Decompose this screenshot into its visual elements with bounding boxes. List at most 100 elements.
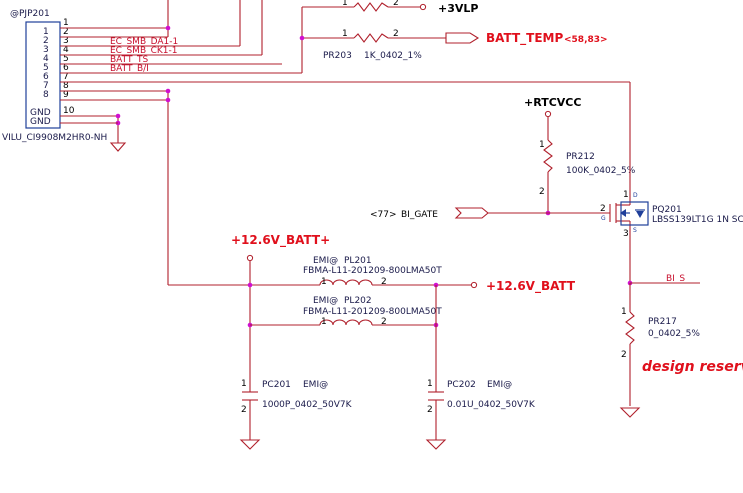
pr203-pin-1: 1 — [342, 29, 348, 39]
power-pin-3vlp — [419, 3, 427, 11]
side-pin-2: 2 — [43, 36, 49, 46]
capacitor-pc201[interactable]: 1 2 PC201 EMI@ 1000P_0402_50V7K — [241, 379, 353, 440]
pl201-value: FBMA-L11-201209-800LMA50T — [303, 266, 442, 276]
pl202-pin-2: 2 — [381, 317, 387, 327]
ground-symbol — [109, 142, 127, 152]
pin-number-8: 8 — [63, 81, 69, 91]
pr203-value: 1K_0402_1% — [364, 51, 422, 61]
pin-number-2: 2 — [63, 27, 69, 37]
pc201-pin-1: 1 — [241, 379, 247, 389]
pc201-refdes: PC201 — [262, 380, 291, 390]
pl202-pin-1: 1 — [321, 317, 327, 327]
mosfet-pq201[interactable]: 1 2 3 D G S PQ201 LBSS139LT1G 1N SC — [600, 82, 743, 283]
junction-dot — [165, 25, 171, 31]
connector-wires — [60, 0, 630, 285]
ground-symbol — [425, 439, 447, 450]
pq201-refdes: PQ201 — [652, 205, 682, 215]
junction-dot — [247, 282, 253, 288]
junction-dot — [115, 113, 121, 119]
pl202-emi: EMI@ — [313, 296, 338, 306]
pr217-value: 0_0402_5% — [648, 329, 700, 339]
pc202-emi: EMI@ — [487, 380, 512, 390]
side-pin-gnd-2: GND — [30, 117, 51, 127]
pq201-pin-s: 3 — [623, 229, 629, 239]
pq201-label-d: D — [633, 192, 638, 199]
resistor-top-pin-1: 1 — [342, 0, 348, 8]
pr212-value: 100K_0402_5% — [566, 166, 636, 176]
resistor-pr217[interactable]: 1 2 PR217 0_0402_5% — [621, 283, 700, 406]
bi-gate-ref: <77> — [370, 210, 397, 220]
pc201-emi: EMI@ — [303, 380, 328, 390]
resistor-pr203[interactable]: 1 2 PR203 1K_0402_1% — [302, 29, 446, 61]
pl201-emi: EMI@ — [313, 256, 338, 266]
net-batt-b: BATT_B/I — [110, 64, 149, 74]
power-batt-label: +12.6V_BATT — [486, 279, 576, 294]
side-pin-8: 8 — [43, 90, 49, 100]
pin-number-5: 5 — [63, 54, 69, 64]
power-pin-batt-plus — [246, 254, 254, 262]
design-note: design reserv — [642, 359, 743, 375]
pin-number-9: 9 — [63, 90, 69, 100]
ferrite-pl202[interactable]: 1 2 EMI@ PL202 FBMA-L11-201209-800LMA50T — [303, 296, 442, 327]
side-pin-6: 6 — [43, 72, 49, 82]
pc202-value: 0.01U_0402_50V7K — [447, 400, 536, 410]
pr217-pin-2: 2 — [621, 350, 627, 360]
pin-number-7: 7 — [63, 72, 69, 82]
pr212-pin-1: 1 — [539, 140, 545, 150]
pr212-refdes: PR212 — [566, 152, 595, 162]
connector-pjp201[interactable]: @PJP201 VILU_CI9908M2HR0-NH 1 2 3 4 5 6 … — [2, 9, 107, 143]
pr212-pin-2: 2 — [539, 187, 545, 197]
side-pin-7: 7 — [43, 81, 49, 91]
pc202-refdes: PC202 — [447, 380, 476, 390]
pq201-pin-g: 2 — [600, 204, 606, 214]
resistor-pr212[interactable]: 1 2 PR212 100K_0402_5% — [539, 117, 636, 213]
connector-body — [25, 21, 61, 129]
net-bi-s: BI_S — [666, 274, 685, 284]
pl202-value: FBMA-L11-201209-800LMA50T — [303, 307, 442, 317]
power-pin-batt — [470, 281, 478, 289]
net-ec-smb-ck: EC_SMB_CK1-1 — [110, 46, 178, 56]
connector-refdes: @PJP201 — [10, 9, 50, 19]
pl201-pin-1: 1 — [321, 277, 327, 287]
net-ec-smb-da: EC_SMB_DA1-1 — [110, 37, 178, 47]
pc202-pin-1: 1 — [427, 379, 433, 389]
power-pin-rtcvcc — [544, 110, 552, 118]
pc202-pin-2: 2 — [427, 405, 433, 415]
pin-number-6: 6 — [63, 63, 69, 73]
power-3vlp-label: +3VLP — [438, 2, 478, 15]
connector-side-pin-labels: 1 2 3 4 5 6 7 8 GND GND — [30, 27, 51, 127]
batt-temp-port[interactable] — [445, 32, 480, 44]
connector-part-number: VILU_CI9908M2HR0-NH — [2, 133, 107, 143]
side-pin-gnd-1: GND — [30, 108, 51, 118]
side-pin-1: 1 — [43, 27, 49, 37]
pc201-pin-2: 2 — [241, 405, 247, 415]
batt-temp-label: BATT_TEMP — [486, 31, 563, 46]
ground-symbol — [239, 439, 261, 450]
pl201-pin-2: 2 — [381, 277, 387, 287]
power-rtcvcc-label: +RTCVCC — [524, 96, 581, 109]
net-batt-ts: BATT_TS — [110, 55, 148, 65]
pc201-value: 1000P_0402_50V7K — [262, 400, 353, 410]
bi-gate-port[interactable] — [454, 207, 489, 219]
pq201-value: LBSS139LT1G 1N SC — [652, 215, 743, 225]
pin-number-1: 1 — [63, 18, 69, 28]
side-pin-5: 5 — [43, 63, 49, 73]
pr217-refdes: PR217 — [648, 317, 677, 327]
connector-pin-numbers: 1 2 3 4 5 6 7 8 9 10 — [63, 18, 75, 116]
power-batt-plus-label: +12.6V_BATT+ — [231, 233, 330, 248]
pl201-refdes: PL201 — [344, 256, 372, 266]
resistor-top-pin-2: 2 — [393, 0, 399, 8]
resistor-top — [353, 2, 389, 12]
junction-dot — [165, 88, 171, 94]
capacitor-pc202[interactable]: 1 2 PC202 EMI@ 0.01U_0402_50V7K — [427, 379, 536, 440]
ferrite-pl201[interactable]: 1 2 EMI@ PL201 FBMA-L11-201209-800LMA50T — [303, 256, 442, 287]
pin-number-10: 10 — [63, 106, 75, 116]
pr203-refdes: PR203 — [323, 51, 352, 61]
pr217-pin-1: 1 — [621, 307, 627, 317]
pq201-label-g: G — [601, 215, 606, 222]
pq201-pin-d: 1 — [623, 190, 629, 200]
pr203-pin-2: 2 — [393, 29, 399, 39]
batt-temp-ref: <58,83> — [564, 35, 608, 45]
ground-symbol — [619, 407, 641, 418]
